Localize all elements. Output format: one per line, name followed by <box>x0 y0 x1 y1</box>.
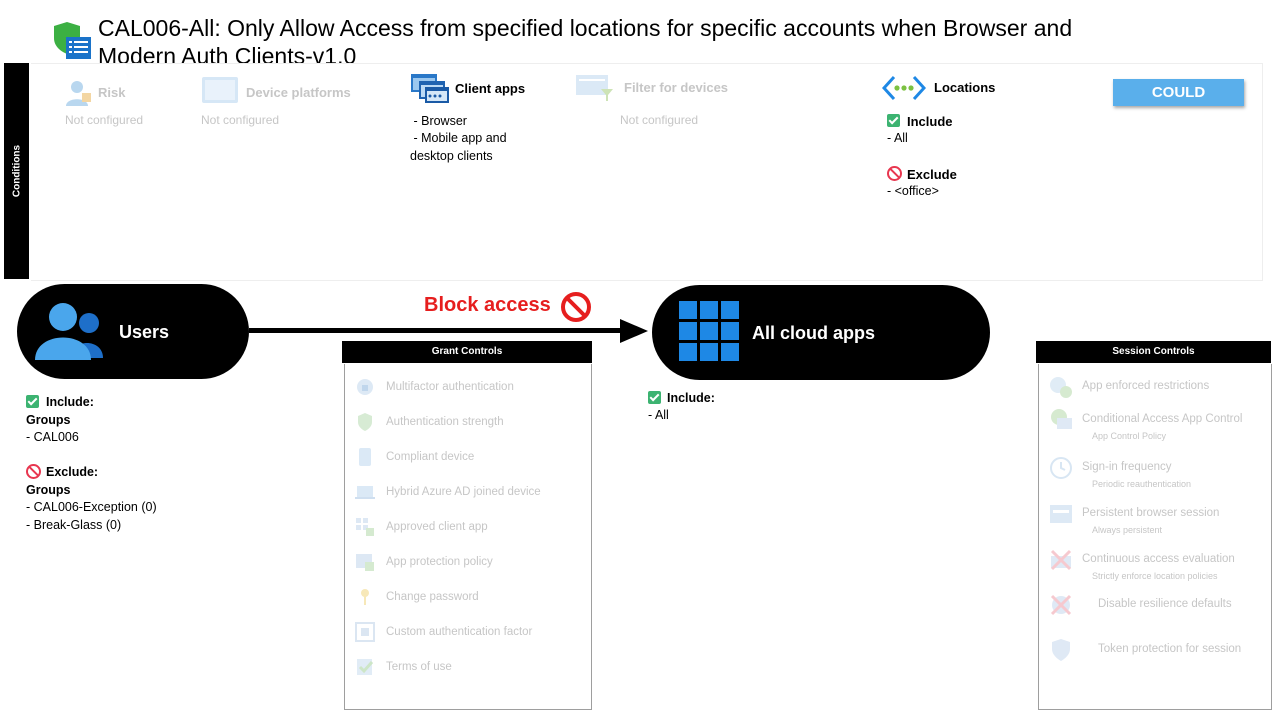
locations-icon <box>881 75 927 101</box>
terms-icon <box>355 657 375 677</box>
token-shield-icon <box>1049 638 1073 662</box>
users-include-group: - CAL006 <box>26 430 79 444</box>
key-icon <box>355 587 375 607</box>
policy-icon <box>52 20 92 60</box>
exclude-icon <box>26 464 41 484</box>
grant-controls-box: Multifactor authentication Authenticatio… <box>344 364 592 710</box>
locations-include-label: Include <box>907 114 953 129</box>
could-badge: COULD <box>1113 79 1244 106</box>
policy-title: CAL006-All: Only Allow Access from speci… <box>98 15 1073 69</box>
risk-value: Not configured <box>65 113 144 127</box>
lock-icon <box>355 377 375 397</box>
users-exclude-label: Exclude: <box>46 465 99 479</box>
flow-arrow-head <box>620 319 650 343</box>
users-node: Users <box>17 284 249 379</box>
users-icon <box>33 300 105 362</box>
users-exclude-group: - Break-Glass (0) <box>26 518 122 532</box>
client-apps-icon <box>410 73 450 105</box>
apps-grid-icon <box>679 301 741 363</box>
users-exclude-group: - CAL006-Exception (0) <box>26 500 157 514</box>
client-apps-label: Client apps <box>455 81 526 96</box>
locations-include-value: - All <box>887 131 908 145</box>
device-platforms-label: Device platforms <box>246 85 351 100</box>
app-grid-icon <box>355 517 375 537</box>
filter-devices-label: Filter for devices <box>624 80 729 95</box>
filter-devices-value: Not configured <box>620 113 699 127</box>
device-icon <box>355 447 375 467</box>
locations-label: Locations <box>934 80 996 95</box>
locations-exclude-value: - <office> <box>887 184 939 198</box>
filter-devices-icon <box>575 73 615 103</box>
client-apps-item: - Mobile app and <box>410 131 507 145</box>
risk-icon <box>64 78 94 108</box>
resilience-icon <box>1049 593 1073 617</box>
client-apps-item: desktop clients <box>410 149 493 163</box>
session-controls-header: Session Controls <box>1036 341 1271 363</box>
shield-icon <box>355 412 375 432</box>
block-access-label: Block access <box>424 294 551 316</box>
exclude-icon <box>887 166 902 186</box>
cloud-apps-include-label: Include: <box>667 391 715 405</box>
cloud-apps-include-value: - All <box>648 408 669 422</box>
users-include-groups-label: Groups <box>26 413 71 427</box>
browser-icon <box>1049 502 1073 526</box>
restriction-icon <box>1049 375 1073 399</box>
users-label: Users <box>119 322 170 342</box>
locations-exclude-label: Exclude <box>907 167 957 182</box>
cloud-apps-node: All cloud apps <box>652 285 990 380</box>
clock-icon <box>1049 456 1073 480</box>
check-icon <box>887 114 900 132</box>
app-control-icon <box>1049 408 1073 432</box>
conditions-side-label: Conditions <box>4 63 29 279</box>
check-icon <box>648 391 661 409</box>
risk-label: Risk <box>98 85 126 100</box>
flow-arrow-line <box>249 328 625 333</box>
grant-controls-header: Grant Controls <box>342 341 592 363</box>
users-include-label: Include: <box>46 395 94 409</box>
device-platforms-value: Not configured <box>201 113 280 127</box>
users-exclude-groups-label: Groups <box>26 483 71 497</box>
device-platforms-icon <box>201 76 241 108</box>
cloud-apps-label: All cloud apps <box>752 323 876 343</box>
app-protection-icon <box>355 552 375 572</box>
custom-factor-icon <box>355 622 375 642</box>
client-apps-item: - Browser <box>410 114 467 128</box>
block-icon <box>560 291 592 323</box>
session-controls-box: App enforced restrictions Conditional Ac… <box>1038 364 1272 710</box>
evaluation-icon <box>1049 548 1073 572</box>
check-icon <box>26 395 39 413</box>
laptop-icon <box>355 482 375 502</box>
